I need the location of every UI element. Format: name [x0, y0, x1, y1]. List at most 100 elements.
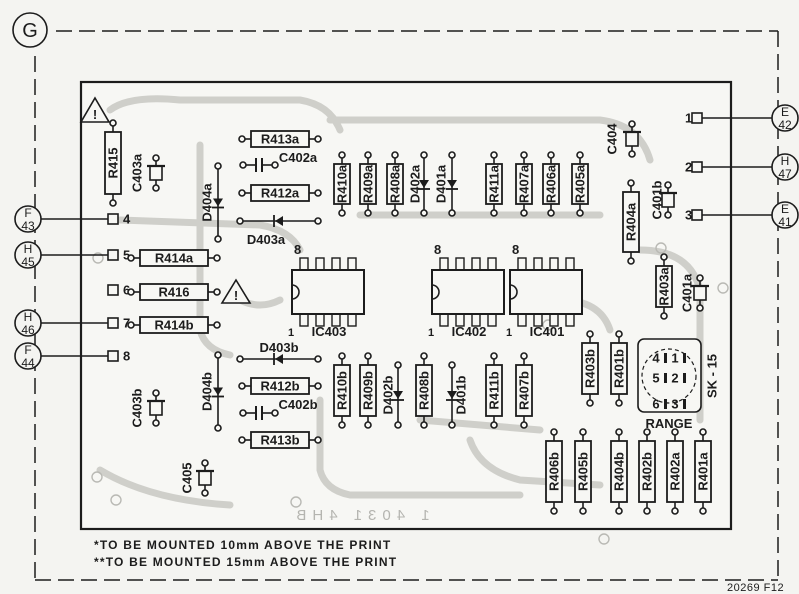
ic-label: IC403	[312, 324, 347, 339]
resistor-label: R405a	[573, 164, 588, 203]
connector-sheet-letter: E	[781, 202, 789, 216]
svg-text:!: !	[93, 107, 97, 122]
resistor-r401b: R401b	[610, 330, 628, 407]
connector-sheet-number: 41	[778, 215, 792, 229]
capacitor-c403a: C403a	[130, 153, 165, 192]
resistor-r409b: R409b	[359, 352, 377, 429]
resistor-r414a: R414a	[127, 249, 221, 267]
svg-text:!: !	[234, 288, 238, 303]
ic-pin-1-label: 1	[428, 327, 434, 339]
capacitor-label: C401a	[680, 273, 695, 312]
resistor-r402b: R402b	[638, 428, 656, 515]
capacitor-label: C402a	[279, 150, 318, 165]
resistor-label: R409a	[361, 164, 376, 203]
resistor-label: R407b	[517, 371, 532, 410]
capacitor-c404: C404	[605, 120, 641, 158]
connector-sheet-letter: F	[24, 206, 31, 220]
switch-pin-number: 2	[671, 371, 678, 386]
resistor-r405a: R405a	[571, 151, 589, 217]
copper-tracks	[96, 95, 704, 509]
resistor-label: R404b	[612, 452, 627, 491]
sheet-marker: G	[12, 12, 48, 48]
resistor-label: R404a	[624, 202, 639, 241]
resistor-r416: R416	[127, 283, 221, 301]
resistor-r401a: R401a	[694, 428, 712, 515]
resistor-r407b: R407b	[515, 352, 533, 429]
resistor-r404a: R404a	[622, 179, 640, 265]
resistor-label: R407a	[517, 164, 532, 203]
resistor-label: R410b	[335, 371, 350, 410]
drawing-number: 20269 F12	[727, 582, 785, 594]
resistor-r413b: R413b	[238, 431, 322, 449]
connector-sheet-number: 42	[778, 118, 792, 132]
resistor-label: R409b	[361, 371, 376, 410]
switch-pin-number: 6	[652, 397, 659, 412]
resistor-label: R405b	[576, 452, 591, 491]
resistor-r415: R415	[104, 119, 122, 207]
connector-sheet-number: 44	[21, 356, 35, 370]
connector-sheet-letter: E	[781, 105, 789, 119]
connector-pin-number: 6	[123, 283, 130, 298]
capacitor-c403b: C403b	[130, 388, 165, 428]
resistor-label: R412b	[260, 379, 299, 394]
diode-label: D401a	[434, 164, 449, 203]
diode-label: D404a	[200, 183, 215, 222]
connector-pin-number: 1	[685, 111, 692, 126]
resistor-label: R403a	[657, 267, 672, 306]
ic-label: IC402	[452, 324, 487, 339]
resistor-label: R402b	[640, 452, 655, 491]
resistor-label: R411a	[487, 164, 502, 202]
resistor-label: R408a	[388, 164, 403, 203]
resistor-r414b: R414b	[127, 316, 221, 334]
switch-pin-number: 4	[652, 351, 660, 366]
connector-sheet-letter: F	[24, 343, 31, 357]
diode-d401b: D401b	[446, 361, 469, 429]
resistor-label: R414a	[155, 251, 194, 266]
resistor-label: R413b	[260, 433, 299, 448]
resistor-label: R401a	[696, 452, 711, 491]
resistor-label: R408b	[417, 371, 432, 410]
resistor-r403b: R403b	[581, 330, 599, 407]
resistor-label: R402a	[668, 452, 683, 491]
switch-name: SK - 15	[705, 354, 720, 398]
resistor-label: R406b	[547, 452, 562, 491]
ic-pin-8-label: 8	[434, 242, 441, 257]
diode-label: D403a	[247, 232, 286, 247]
resistor-label: R410a	[335, 164, 350, 203]
capacitor-c402b: C402b	[239, 397, 318, 420]
resistor-label: R413a	[261, 132, 300, 147]
diode-d401a: D401a	[434, 151, 458, 217]
note-10mm: *TO BE MOUNTED 10mm ABOVE THE PRINT	[94, 538, 392, 552]
ic-pin-1-label: 1	[288, 327, 294, 339]
diode-d404b: D404b	[200, 351, 224, 432]
resistor-label: R414b	[154, 318, 193, 333]
sheet-marker-letter: G	[22, 20, 38, 42]
resistor-r405b: R405b	[574, 428, 592, 515]
ic-label: IC401	[530, 324, 565, 339]
capacitor-label: C404	[605, 123, 620, 155]
connector-1: E42 1	[685, 104, 799, 132]
capacitor-label: C405	[180, 462, 195, 493]
diode-label: D401b	[454, 375, 469, 414]
capacitor-c401a: C401a	[680, 273, 709, 312]
resistor-r412b: R412b	[238, 377, 322, 395]
connector-pin-number: 5	[123, 248, 130, 263]
resistor-r413a: R413a	[238, 130, 322, 148]
resistor-r410a: R410a	[333, 151, 351, 217]
resistor-label: R415	[106, 147, 121, 178]
capacitor-label: C401b	[650, 180, 665, 219]
connector-sheet-number: 45	[21, 255, 35, 269]
diode-label: D402b	[381, 375, 396, 414]
connector-sheet-letter: H	[24, 310, 33, 324]
connector-sheet-number: 43	[21, 219, 35, 233]
diode-d404a: D404a	[200, 162, 224, 243]
capacitor-c405: C405	[180, 459, 214, 497]
